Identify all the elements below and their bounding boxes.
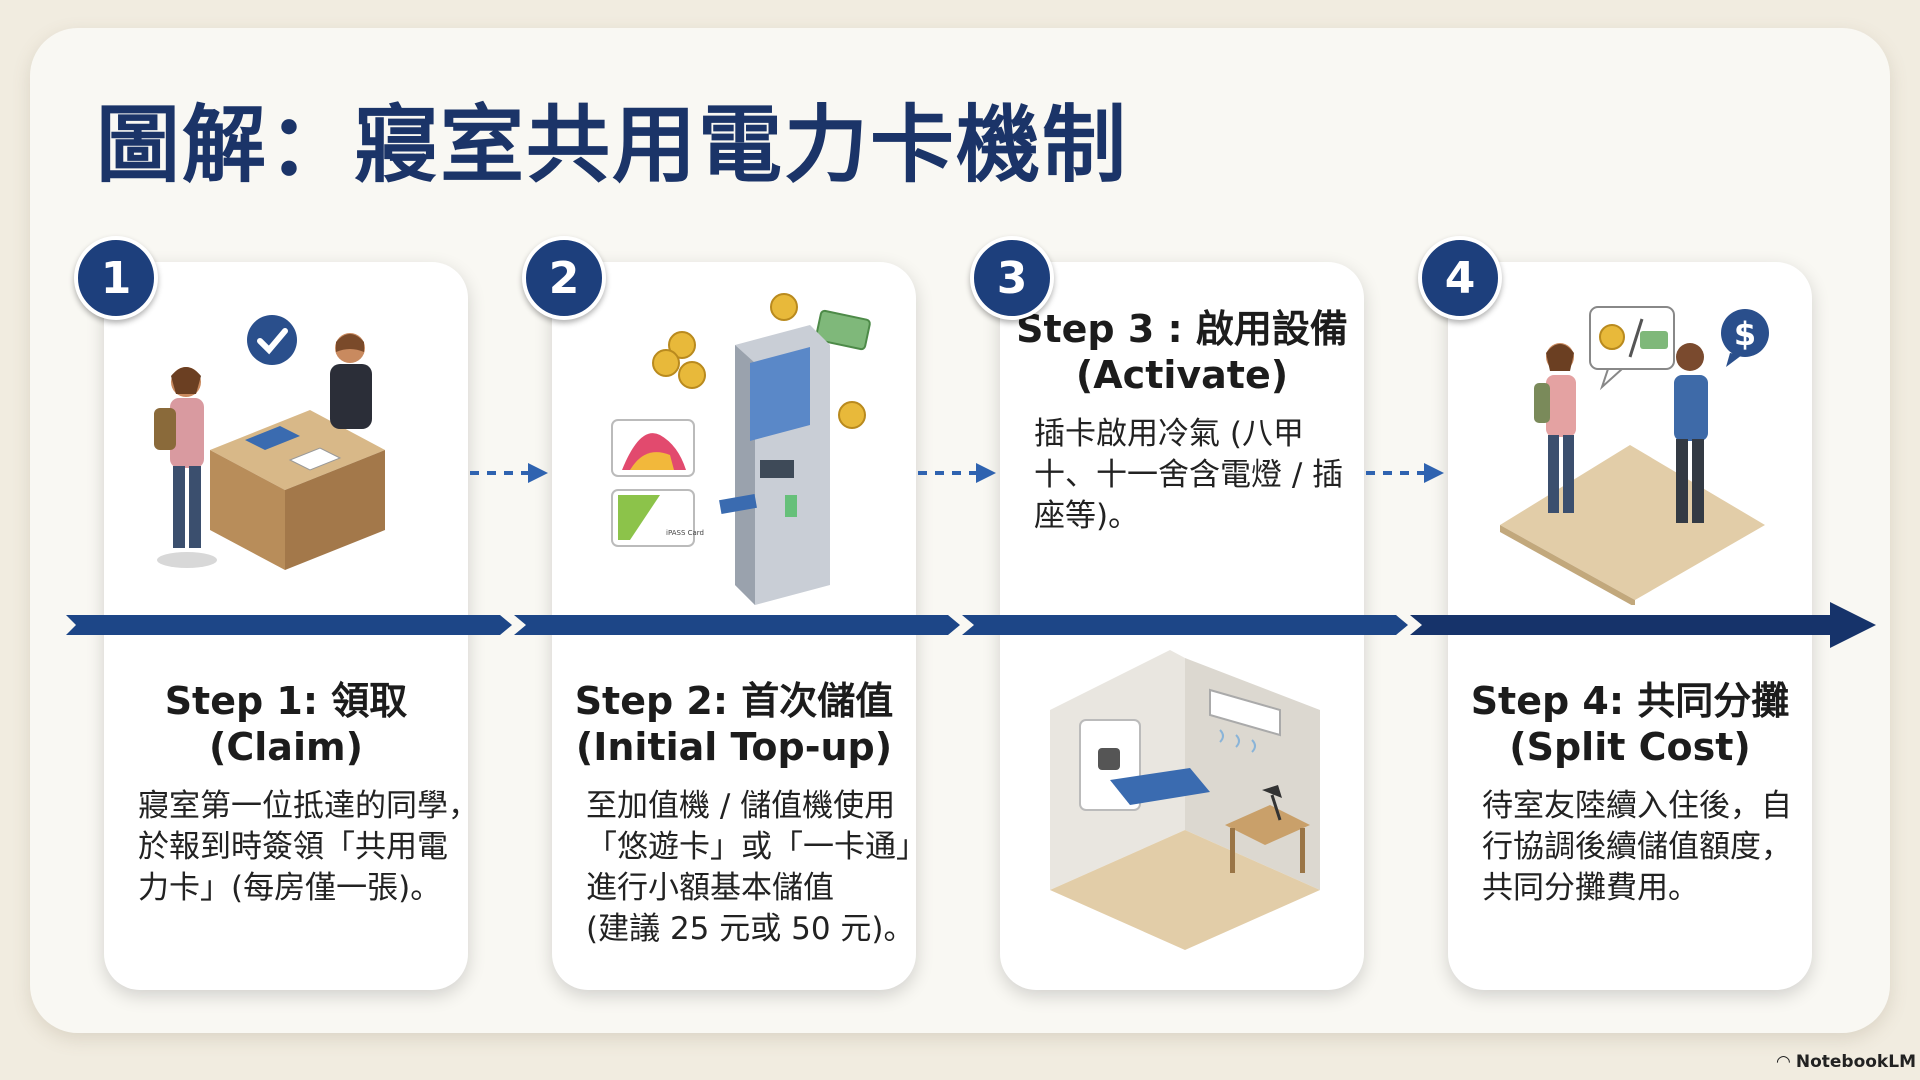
step-2-title-line1: Step 2: 首次儲值 — [574, 679, 894, 723]
banknote-icon — [1640, 331, 1668, 349]
step-4-desc-line: 待室友陸續入住後，自 — [1482, 788, 1792, 824]
coin-icon — [652, 293, 866, 429]
step-4-illustration: $ — [1500, 306, 1769, 605]
step-3-badge: 3 — [970, 236, 1054, 320]
step-2-illustration: iPASS Card — [611, 293, 871, 605]
step-2-title: Step 2: 首次儲值 (Initial Top-up) — [552, 678, 916, 770]
step-4-description: 待室友陸續入住後，自 行協調後續儲值額度， 共同分攤費用。 — [1482, 786, 1792, 909]
svg-text:$: $ — [1734, 315, 1756, 353]
step-1-badge: 1 — [74, 236, 158, 320]
timeline-segments — [66, 602, 1876, 648]
step-4-desc-line: 行協調後續儲值額度， — [1482, 829, 1792, 865]
kiosk-icon — [735, 325, 830, 605]
check-icon — [247, 315, 297, 365]
step-3-description: 插卡啟用冷氣 (八甲 十、十一舍含電燈 / 插 座等)。 — [1034, 414, 1343, 537]
step-3-title-line2: (Activate) — [1075, 353, 1289, 397]
step-2-badge: 2 — [522, 236, 606, 320]
air-conditioner-icon — [1209, 688, 1281, 753]
step-4-desc-line: 共同分攤費用。 — [1482, 870, 1699, 906]
step-4-badge: 4 — [1418, 236, 1502, 320]
lamp-icon — [1262, 785, 1282, 821]
step-2-desc-line: (建議 25 元或 50 元)。 — [586, 911, 915, 947]
step-2-desc-line: 至加值機 / 儲值機使用 — [586, 788, 896, 824]
notebooklm-logo-icon: ◠ — [1776, 1052, 1790, 1072]
step-1-illustration — [154, 315, 385, 570]
step-3-desc-line: 座等)。 — [1034, 498, 1140, 534]
step-1-title-line1: Step 1: 領取 — [164, 679, 408, 723]
footer-text: NotebookLM — [1795, 1052, 1916, 1072]
card-label: iPASS Card — [666, 529, 704, 537]
step-3-desc-line: 插卡啟用冷氣 (八甲 — [1034, 416, 1304, 452]
step-2-description: 至加值機 / 儲值機使用 「悠遊卡」或「一卡通」 進行小額基本儲值 (建議 25… — [586, 786, 927, 950]
step-2-desc-line: 「悠遊卡」或「一卡通」 — [586, 829, 927, 865]
step-1-description: 寢室第一位抵達的同學， 於報到時簽領「共用電 力卡」(每房僅一張)。 — [138, 786, 479, 909]
step-3-desc-line: 十、十一舍含電燈 / 插 — [1034, 457, 1344, 493]
coin-icon — [1599, 324, 1625, 350]
connector-arrowheads — [528, 463, 1444, 483]
step-3-illustration — [1050, 650, 1320, 950]
step-1-title: Step 1: 領取 (Claim) — [104, 678, 468, 770]
page-title: 圖解：寢室共用電力卡機制 — [96, 96, 1129, 194]
step-2-title-line2: (Initial Top-up) — [575, 725, 893, 769]
step-1-title-line2: (Claim) — [209, 725, 363, 769]
step-4-title: Step 4: 共同分攤 (Split Cost) — [1448, 678, 1812, 770]
step-4-title-line2: (Split Cost) — [1509, 725, 1751, 769]
dollar-icon: $ — [1721, 309, 1769, 367]
footer-brand: ◠ NotebookLM — [1777, 1052, 1916, 1072]
step-1-desc-line: 寢室第一位抵達的同學， — [138, 788, 479, 824]
step-3-title: Step 3 : 啟用設備 (Activate) — [1000, 306, 1364, 398]
banknote-icon — [815, 309, 871, 351]
step-2-desc-line: 進行小額基本儲值 — [586, 870, 834, 906]
step-1-desc-line: 力卡」(每房僅一張)。 — [138, 870, 442, 906]
card-slot-icon — [1079, 719, 1210, 811]
step-3-title-line1: Step 3 : 啟用設備 — [1016, 307, 1348, 351]
step-1-desc-line: 於報到時簽領「共用電 — [138, 829, 448, 865]
step-4-title-line1: Step 4: 共同分攤 — [1470, 679, 1790, 723]
